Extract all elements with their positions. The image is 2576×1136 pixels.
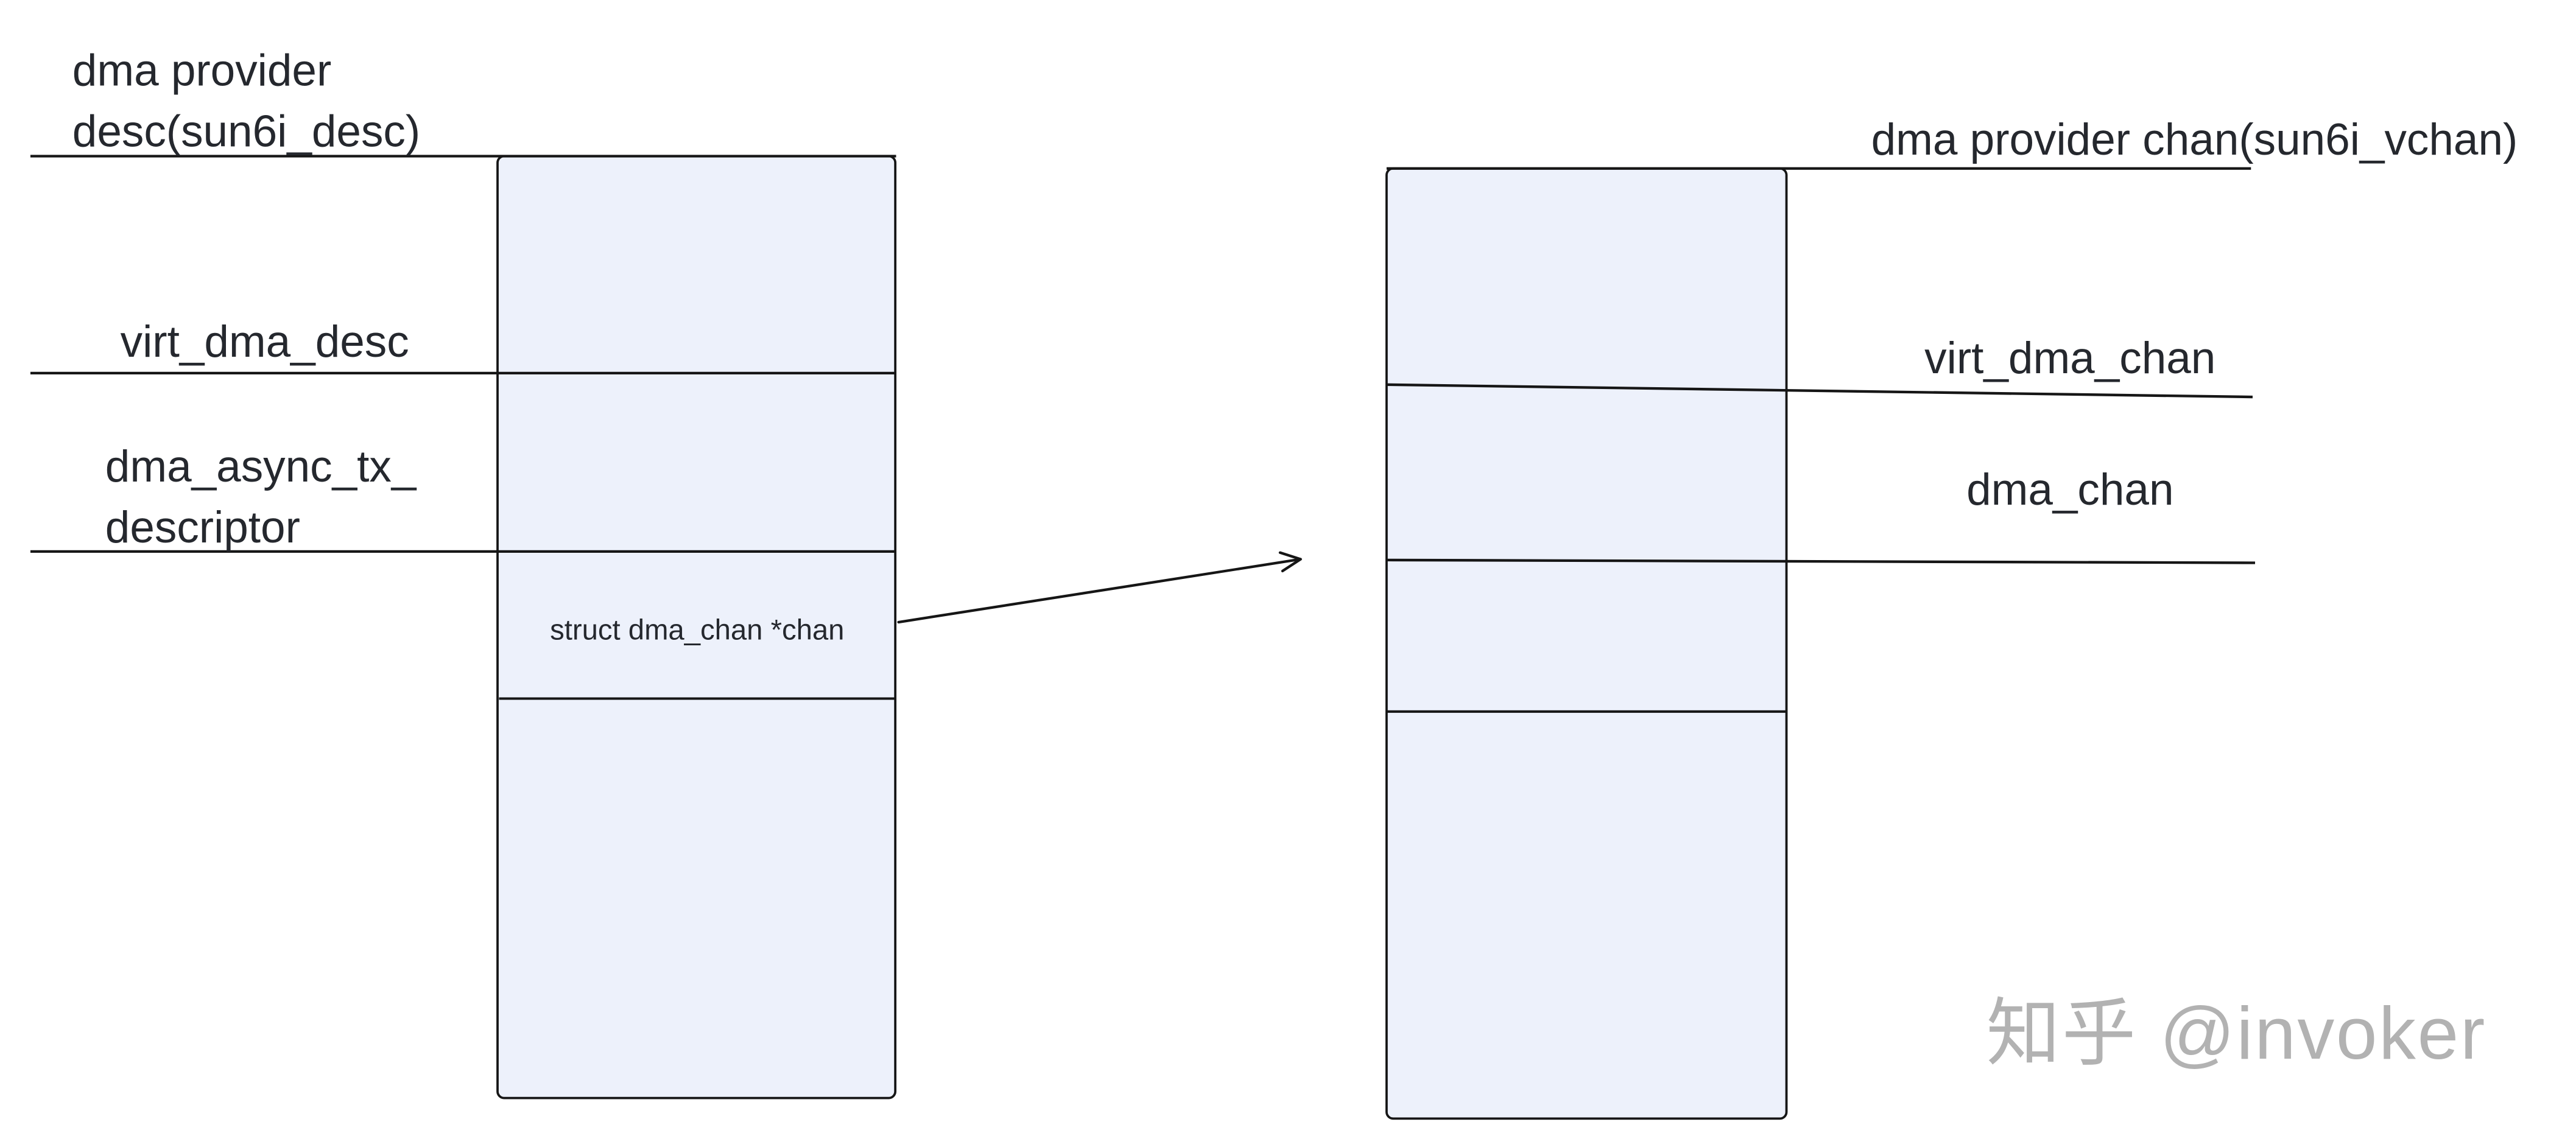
left-field2-label: dma_async_tx_ descriptor: [105, 437, 417, 559]
right-field1-underline: [1386, 383, 2253, 399]
left-field2-label-line1: dma_async_tx_: [105, 442, 417, 492]
left-struct-title-line1: dma provider: [72, 46, 332, 96]
right-struct-title: dma provider chan(sun6i_vchan): [1871, 115, 2518, 164]
right-field2-label: dma_chan: [1966, 465, 2174, 515]
right-field2-underline: [1386, 558, 2256, 564]
left-box-field-text: struct dma_chan *chan: [550, 613, 845, 647]
left-field1-label: virt_dma_desc: [120, 317, 409, 367]
left-struct-title-line2: desc(sun6i_desc): [72, 107, 421, 156]
left-field2-label-line2: descriptor: [105, 503, 300, 553]
pointer-arrow-shaft: [897, 558, 1302, 624]
pointer-arrow-head: [1278, 551, 1302, 573]
left-struct-title: dma provider desc(sun6i_desc): [72, 41, 420, 163]
right-field1-label: virt_dma_chan: [1924, 334, 2216, 384]
right-struct-box: [1385, 167, 1788, 1120]
watermark-text: 知乎 @invoker: [1986, 991, 2487, 1075]
